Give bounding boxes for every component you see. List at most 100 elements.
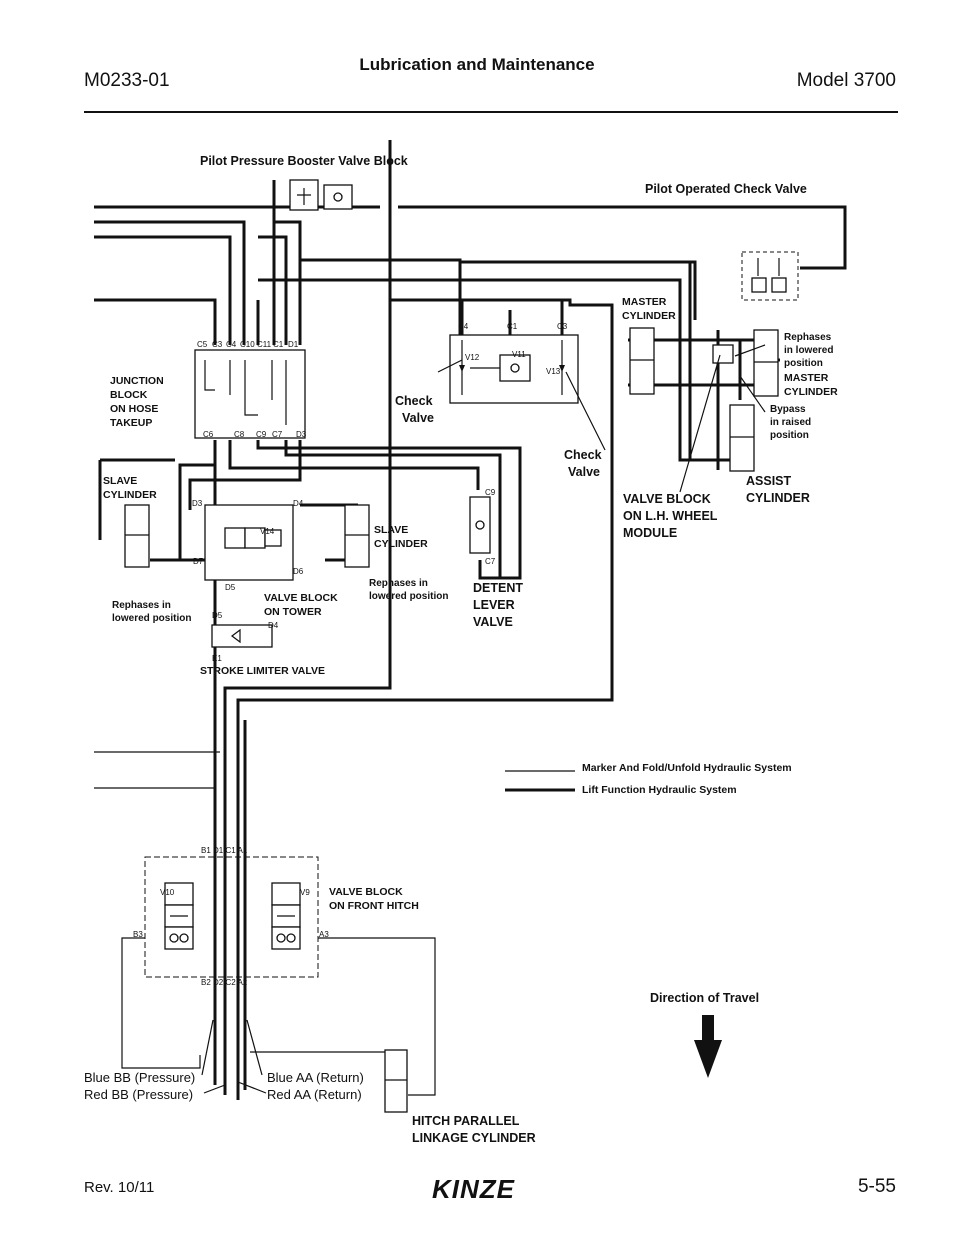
label-pilot-check: Pilot Operated Check Valve bbox=[645, 182, 807, 196]
leader-lines bbox=[201, 344, 766, 1094]
label-junction-b: BLOCK bbox=[110, 389, 148, 401]
port-d1: D1 bbox=[288, 340, 299, 349]
label-blue-aa: Blue AA (Return) bbox=[267, 1070, 364, 1085]
assist-cylinder bbox=[729, 404, 755, 472]
label-master-cyl-2a: MASTER bbox=[784, 372, 829, 384]
port-c3: C3 bbox=[212, 340, 223, 349]
label-stroke-limiter: STROKE LIMITER VALVE bbox=[200, 665, 325, 677]
port-tower-d6: D6 bbox=[293, 567, 304, 576]
kinze-logo: KINZE bbox=[432, 1174, 515, 1204]
port-c8: C8 bbox=[234, 430, 245, 439]
port-labels: C5 C3 C4 C10 C11 C1 D1 C6 C8 C9 C7 D3 C4… bbox=[133, 322, 568, 987]
slave-cylinder-right bbox=[344, 504, 370, 568]
port-front-b3: B3 bbox=[133, 930, 143, 939]
label-front-hitch-b: ON FRONT HITCH bbox=[329, 900, 419, 912]
port-stroke-e1: E1 bbox=[212, 654, 222, 663]
label-slave-1a: SLAVE bbox=[103, 475, 137, 487]
valve-v10: V10 bbox=[160, 888, 175, 897]
tower-valve-block bbox=[204, 504, 294, 581]
label-junction-a: JUNCTION bbox=[110, 375, 164, 387]
lh-wheel-valve bbox=[712, 344, 734, 364]
label-hitch-a: HITCH PARALLEL bbox=[412, 1114, 520, 1128]
legend: Marker And Fold/Unfold Hydraulic System … bbox=[505, 762, 792, 796]
port-tower-d5: D5 bbox=[225, 583, 236, 592]
label-bypass-c: position bbox=[770, 430, 809, 441]
label-lh-valve-a: VALVE BLOCK bbox=[623, 492, 711, 506]
port-c5: C5 bbox=[197, 340, 208, 349]
label-rephases-3b: lowered position bbox=[112, 613, 191, 624]
label-assist-b: CYLINDER bbox=[746, 491, 810, 505]
label-detent-a: DETENT bbox=[473, 581, 523, 595]
legend-thin: Marker And Fold/Unfold Hydraulic System bbox=[582, 762, 792, 774]
label-check-2b: Valve bbox=[568, 465, 600, 479]
section-title: Lubrication and Maintenance bbox=[359, 55, 595, 74]
label-detent-b: LEVER bbox=[473, 598, 515, 612]
port-d3: D3 bbox=[296, 430, 307, 439]
label-slave-1b: CYLINDER bbox=[103, 489, 157, 501]
label-hitch-b: LINKAGE CYLINDER bbox=[412, 1131, 536, 1145]
valve-v9: V9 bbox=[300, 888, 310, 897]
label-check-1b: Valve bbox=[402, 411, 434, 425]
port-tower-d7: D7 bbox=[193, 557, 204, 566]
label-slave-2b: CYLINDER bbox=[374, 538, 428, 550]
label-bypass-a: Bypass bbox=[770, 404, 806, 415]
port-c7: C7 bbox=[272, 430, 283, 439]
lift-lines bbox=[94, 140, 847, 1100]
direction-arrow-icon bbox=[694, 1015, 722, 1078]
front-hitch-valve-block bbox=[144, 856, 319, 978]
port-stroke-d4: D4 bbox=[268, 621, 279, 630]
label-rephases-3a: Rephases in bbox=[112, 600, 171, 611]
page-number: 5-55 bbox=[857, 1176, 896, 1197]
valve-v14: V14 bbox=[260, 527, 275, 536]
label-front-hitch-a: VALVE BLOCK bbox=[329, 886, 403, 898]
logo-text: KINZE bbox=[432, 1174, 515, 1204]
slave-cylinder-left bbox=[124, 504, 150, 568]
port-c11: C11 bbox=[257, 340, 272, 349]
label-assist-a: ASSIST bbox=[746, 474, 792, 488]
label-check-1a: Check bbox=[395, 394, 433, 408]
label-master-cyl-1a: MASTER bbox=[622, 296, 667, 308]
port-detent-c7: C7 bbox=[485, 557, 496, 566]
label-bypass-b: in raised bbox=[770, 417, 811, 428]
label-detent-c: VALVE bbox=[473, 615, 513, 629]
pilot-check-valve bbox=[741, 251, 799, 301]
master-cylinder-right bbox=[753, 329, 779, 397]
port-c9: C9 bbox=[256, 430, 267, 439]
junction-block bbox=[194, 349, 306, 439]
label-junction-c: ON HOSE bbox=[110, 403, 158, 415]
label-tower-a: VALVE BLOCK bbox=[264, 592, 338, 604]
hitch-parallel-cylinder bbox=[384, 1049, 408, 1113]
master-cylinder-left bbox=[629, 327, 655, 395]
label-tower-b: ON TOWER bbox=[264, 606, 322, 618]
label-blue-bb: Blue BB (Pressure) bbox=[84, 1070, 195, 1085]
label-slave-2a: SLAVE bbox=[374, 524, 408, 536]
model-name: Model 3700 bbox=[796, 70, 896, 91]
port-cb-c1: C1 bbox=[507, 322, 518, 331]
label-master-cyl-1b: CYLINDER bbox=[622, 310, 676, 322]
label-rephases-2b: lowered position bbox=[369, 591, 448, 602]
valve-v12: V12 bbox=[465, 353, 480, 362]
detent-lever-valve bbox=[469, 496, 491, 554]
port-front-a3: A3 bbox=[319, 930, 329, 939]
header-rule bbox=[84, 111, 898, 113]
port-stroke-d5: D5 bbox=[212, 611, 223, 620]
port-front-top: B1 D1 C1 A1 bbox=[201, 846, 248, 855]
label-rephases-1b: in lowered bbox=[784, 345, 833, 356]
marker-lines bbox=[94, 751, 436, 1096]
label-master-cyl-2b: CYLINDER bbox=[784, 386, 838, 398]
port-detent-c9: C9 bbox=[485, 488, 496, 497]
port-c1: C1 bbox=[273, 340, 284, 349]
port-front-bottom: B2 D2 C2 A2 bbox=[201, 978, 248, 987]
label-lh-valve-c: MODULE bbox=[623, 526, 677, 540]
label-junction-d: TAKEUP bbox=[110, 417, 152, 429]
document-number: M0233-01 bbox=[84, 70, 170, 91]
label-red-aa: Red AA (Return) bbox=[267, 1087, 362, 1102]
port-tower-d4: D4 bbox=[293, 499, 304, 508]
label-check-2a: Check bbox=[564, 448, 602, 462]
label-red-bb: Red BB (Pressure) bbox=[84, 1087, 193, 1102]
stroke-limiter-valve bbox=[211, 624, 273, 648]
label-direction: Direction of Travel bbox=[650, 991, 759, 1005]
port-c4: C4 bbox=[226, 340, 237, 349]
port-cb-c3: C3 bbox=[557, 322, 568, 331]
